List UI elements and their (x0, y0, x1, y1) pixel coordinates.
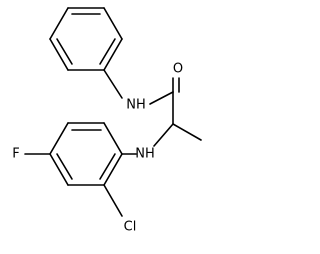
amine-nh-label: NH (135, 147, 155, 162)
bond-ar-3 (49, 122, 69, 155)
aryl-ring (49, 122, 123, 186)
structure-svg: O NH NH F Cl (12, 7, 202, 235)
amide-nh-label: NH (126, 98, 146, 113)
bond-ar-inner-2 (56, 153, 73, 180)
bond-phenyl-n (103, 69, 123, 99)
chlorine-label: Cl (124, 220, 137, 235)
bond-ph-5 (49, 38, 69, 71)
bond-ar-6 (103, 153, 123, 186)
bond-ph-3 (103, 38, 123, 71)
phenyl-ring (49, 7, 123, 71)
bond-ar-4 (49, 153, 69, 186)
bond-n-carbonyl (149, 91, 174, 105)
bond-ph-2 (103, 7, 123, 40)
molecule-diagram: O NH NH F Cl (12, 7, 202, 235)
bond-alpha-nh (153, 123, 174, 147)
bond-ph-inner-2 (99, 38, 116, 65)
bond-ph-inner-3 (56, 38, 73, 65)
bond-alpha-methyl (172, 123, 202, 141)
bond-ar-inner-3 (99, 153, 116, 180)
fluorine-label: F (12, 147, 19, 162)
bond-ph-6 (49, 7, 69, 40)
oxygen-label: O (173, 62, 183, 77)
bond-ar-1 (103, 122, 123, 155)
bond-ar-cl (103, 184, 123, 217)
